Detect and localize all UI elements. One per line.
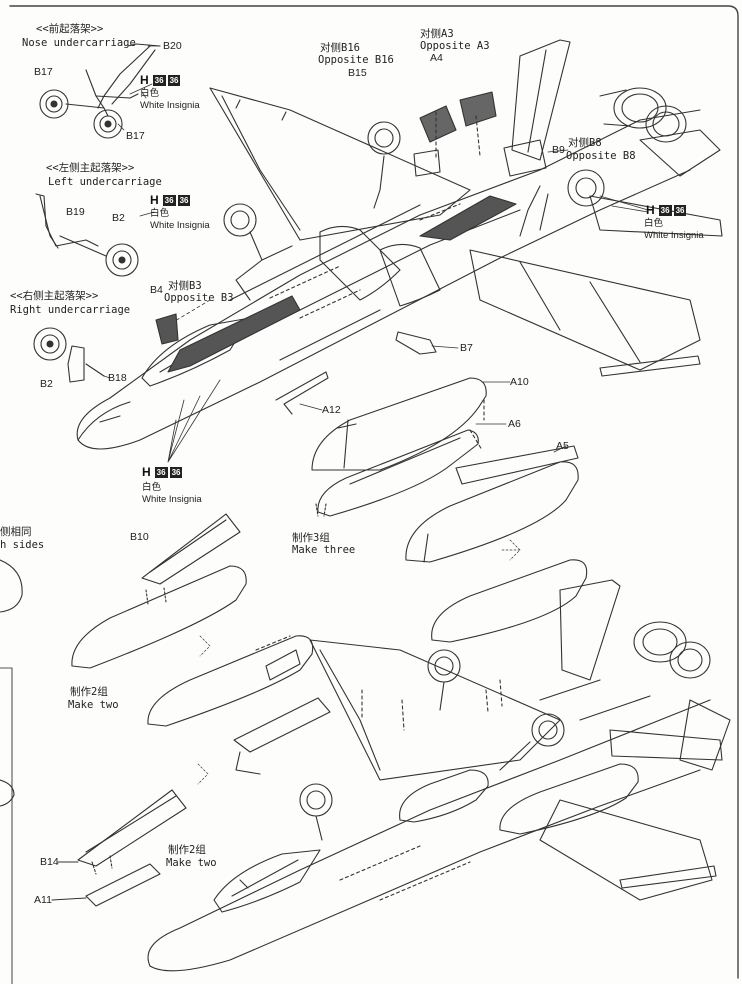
left-undercarriage-title-zh: <<左侧主起落架>> — [46, 162, 135, 174]
opposite-a3-zh: 对侧A3 — [420, 28, 454, 40]
paint-code-letter: H — [646, 203, 655, 217]
paint-code-letter: H — [140, 73, 149, 87]
part-label-a6: A6 — [508, 418, 521, 430]
lower-aircraft — [51, 579, 731, 972]
part-label-b4: B4 — [150, 284, 163, 296]
part-label-b14: B14 — [40, 856, 59, 868]
paint-code-box: 36 — [152, 74, 166, 86]
upper-aircraft — [76, 39, 723, 450]
part-label-b17: B17 — [126, 130, 145, 142]
upper-small-parts — [155, 313, 437, 415]
make-two-en: Make two — [68, 699, 119, 711]
paint-code-box: 36 — [658, 204, 672, 216]
paint-color-zh: 白色 — [644, 218, 664, 229]
part-label-b7: B7 — [460, 342, 473, 354]
nose-gear-inset — [39, 43, 161, 139]
paint-code-box: 36 — [673, 204, 687, 216]
make-three-en: Make three — [292, 544, 356, 556]
part-label-b17: B17 — [34, 66, 53, 78]
opposite-b8-zh: 对侧B8 — [568, 137, 602, 149]
left-undercarriage-title-en: Left undercarriage — [48, 176, 162, 188]
paint-code-letter: H — [142, 465, 151, 479]
opposite-b3-zh: 对侧B3 — [168, 280, 202, 292]
paint-code-box: 36 — [167, 74, 181, 86]
paint-code-badge: H 36 36 — [142, 465, 183, 479]
paint-code-letter: H — [150, 193, 159, 207]
part-label-a5: A5 — [556, 440, 569, 452]
right-undercarriage-title-en: Right undercarriage — [10, 304, 131, 316]
part-label-b18: B18 — [108, 372, 127, 384]
part-label-b19: B19 — [66, 206, 85, 218]
paint-code-box: 36 — [169, 466, 183, 478]
paint-color-en: White Insignia — [150, 220, 210, 231]
part-label-a11: A11 — [34, 894, 52, 906]
right-gear-inset — [33, 327, 105, 383]
opposite-b16-en: Opposite B16 — [318, 54, 394, 66]
paint-color-zh: 白色 — [140, 88, 160, 99]
direction-arrows — [197, 539, 521, 785]
main-gear-assembly — [223, 121, 605, 301]
nose-undercarriage-title-zh: <<前起落架>> — [36, 23, 104, 35]
paint-code-badge: H 36 36 — [140, 73, 181, 87]
left-edge-text-zh: 侧相同 — [0, 526, 32, 538]
paint-color-en: White Insignia — [644, 230, 704, 241]
make-two-zh: 制作2组 — [168, 844, 206, 856]
paint-code-box: 36 — [154, 466, 168, 478]
paint-code-badge: H 36 36 — [646, 203, 687, 217]
part-label-a12: A12 — [322, 404, 341, 416]
paint-color-en: White Insignia — [142, 494, 202, 505]
part-label-a4: A4 — [430, 52, 443, 64]
paint-color-en: White Insignia — [140, 100, 200, 111]
left-page-fragment — [0, 559, 23, 613]
opposite-b8-en: Opposite B8 — [566, 150, 636, 162]
part-label-b9: B9 — [552, 144, 565, 156]
make-two-en: Make two — [166, 857, 217, 869]
left-page-border — [0, 667, 13, 984]
part-label-a10: A10 — [510, 376, 529, 388]
paint-code-box: 36 — [162, 194, 176, 206]
nose-undercarriage-title-en: Nose undercarriage — [22, 37, 136, 49]
make-two-zh: 制作2组 — [70, 686, 108, 698]
make-three-zh: 制作3组 — [292, 532, 330, 544]
gear-doors — [413, 91, 547, 177]
opposite-b3-en: Opposite B3 — [164, 292, 234, 304]
paint-code-box: 36 — [177, 194, 191, 206]
part-label-b2: B2 — [112, 212, 125, 224]
part-label-b15: B15 — [348, 67, 367, 79]
part-label-b2: B2 — [40, 378, 53, 390]
opposite-a3-en: Opposite A3 — [420, 40, 490, 52]
paint-color-zh: 白色 — [142, 482, 162, 493]
left-edge-text-en: h sides — [0, 539, 45, 551]
left-gear-inset — [35, 193, 139, 277]
opposite-b16-zh: 对侧B16 — [320, 42, 360, 54]
right-undercarriage-title-zh: <<右侧主起落架>> — [10, 290, 99, 302]
page-border — [9, 5, 739, 979]
part-label-b10: B10 — [130, 531, 149, 543]
paint-code-badge: H 36 36 — [150, 193, 191, 207]
part-label-b20: B20 — [163, 40, 182, 52]
paint-color-zh: 白色 — [150, 208, 170, 219]
drop-tanks — [71, 377, 588, 727]
